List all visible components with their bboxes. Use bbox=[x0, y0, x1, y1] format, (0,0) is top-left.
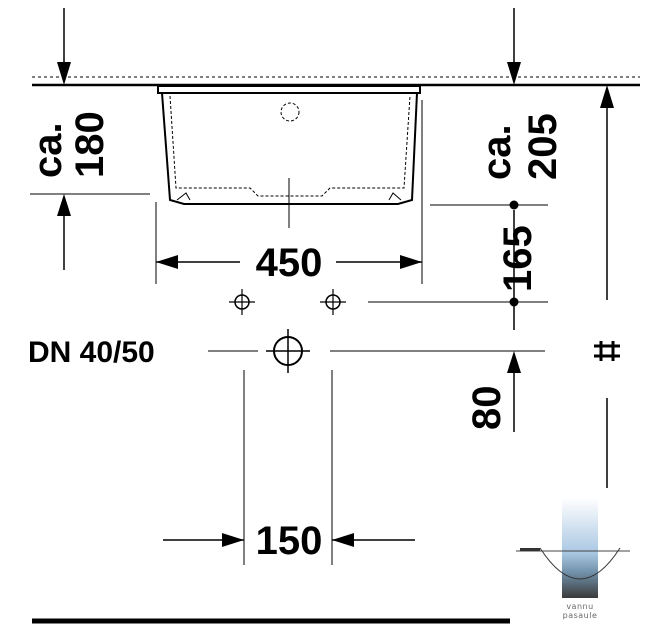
basin-outline bbox=[157, 85, 421, 205]
dimension-ca-205: ca. 205 bbox=[430, 8, 565, 210]
dimension-450: 450 bbox=[155, 100, 423, 285]
drain-label: DN 40/50 bbox=[28, 336, 155, 369]
dimension-150: 150 bbox=[163, 370, 415, 565]
spacing-150-label: 150 bbox=[256, 519, 323, 563]
drain-symbol: DN 40/50 bbox=[28, 329, 545, 373]
height-165-label: 165 bbox=[496, 225, 540, 292]
watermark-logo: vannu pasaule bbox=[516, 498, 630, 620]
ca-180-prefix: ca. bbox=[26, 122, 70, 178]
tap-hole-right bbox=[320, 289, 346, 315]
dimension-80: 80 bbox=[465, 351, 521, 432]
watermark-line1: vannu bbox=[566, 602, 593, 611]
countertop-line bbox=[32, 76, 640, 87]
dimension-ca-180: ca. 180 bbox=[26, 8, 150, 270]
height-80-label: 80 bbox=[465, 386, 509, 431]
dimension-165: 165 bbox=[368, 210, 548, 330]
ca-180-value: 180 bbox=[68, 111, 112, 178]
tap-hole-left bbox=[229, 289, 255, 315]
reference-mark bbox=[594, 341, 620, 361]
overall-height-arrow bbox=[600, 85, 614, 488]
watermark-line2: pasaule bbox=[563, 611, 598, 620]
ca-205-value: 205 bbox=[521, 113, 565, 180]
ca-205-prefix: ca. bbox=[475, 124, 519, 180]
width-450-label: 450 bbox=[256, 241, 323, 285]
overflow-hole bbox=[280, 102, 300, 122]
